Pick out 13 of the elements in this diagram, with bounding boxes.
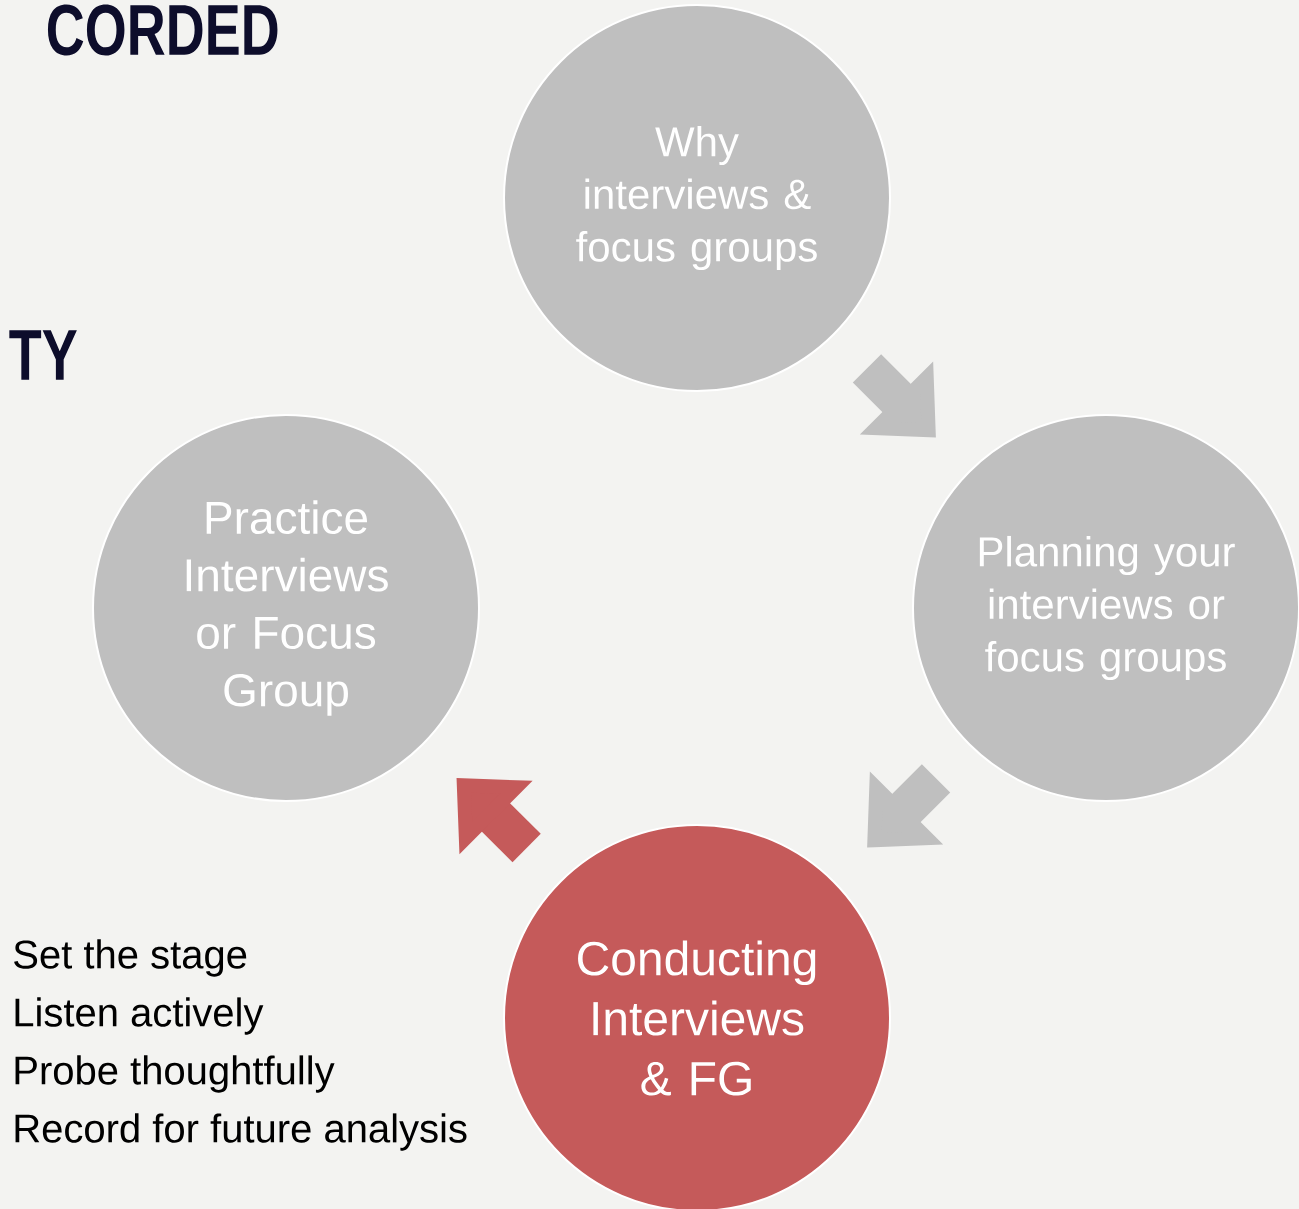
circle-node: Planning your interviews or focus groups xyxy=(912,414,1299,802)
circle-node: Conducting Interviews & FG xyxy=(503,824,891,1209)
list-item: Record for future analysis xyxy=(15,1113,467,1151)
slide-title: CORDED xyxy=(47,4,278,56)
block-arrow xyxy=(456,778,541,863)
list-item: Set the stage xyxy=(14,939,247,977)
list-item: Probe thoughtfully xyxy=(15,1055,335,1093)
circle-node: Practice Interviews or Focus Group xyxy=(92,414,480,802)
list-item: Listen actively xyxy=(15,997,264,1035)
block-arrow xyxy=(867,764,951,848)
block-arrow xyxy=(852,354,936,438)
circle-node: Why interviews & focus groups xyxy=(503,4,891,392)
slide-title: TY xyxy=(9,330,77,380)
